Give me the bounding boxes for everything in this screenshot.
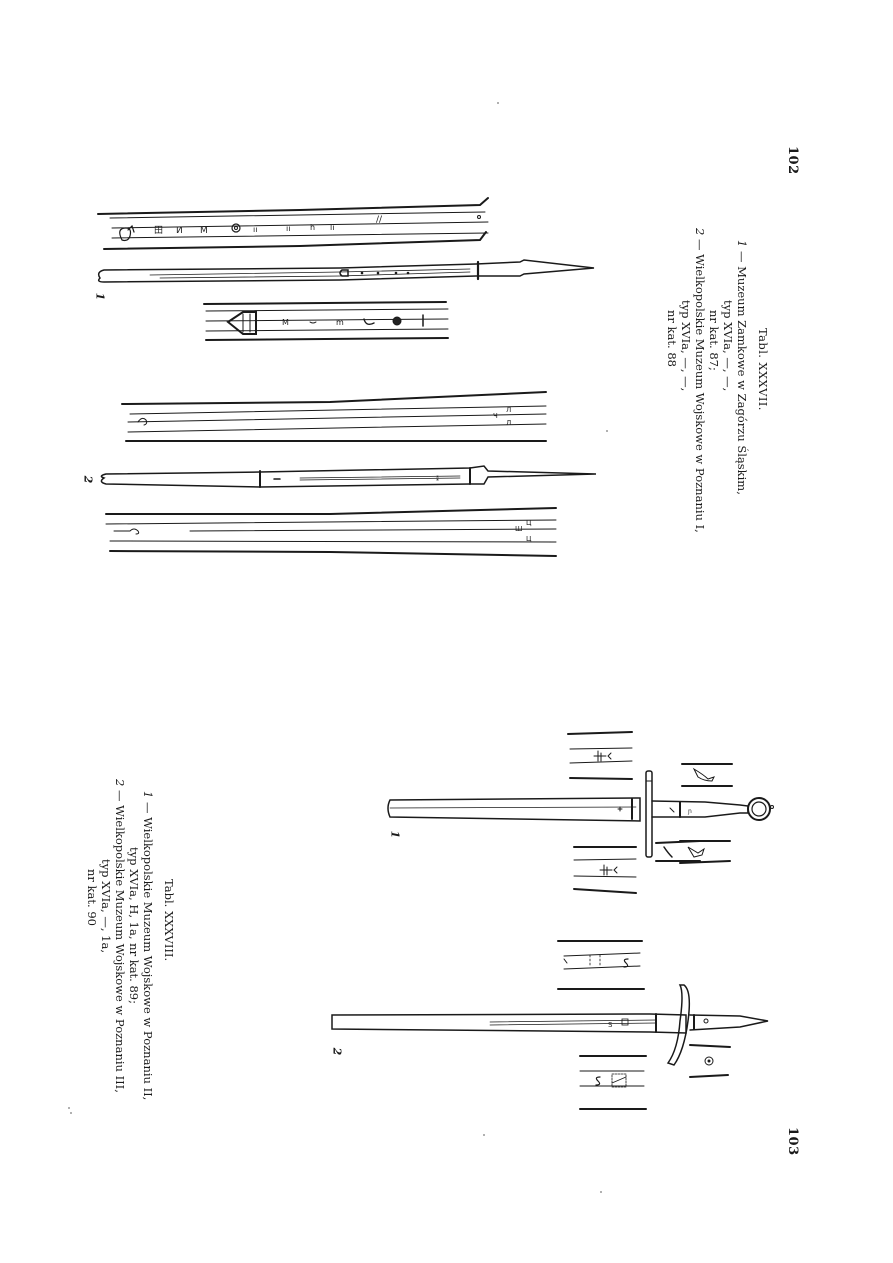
svg-text:m: m — [336, 318, 344, 327]
svg-text:Ц: Ц — [526, 535, 532, 543]
sword-2-upper-strip: Л Л Ч — [121, 391, 547, 442]
sword-1-profile — [97, 259, 595, 283]
sword-1-ricasso-strip: M m — [203, 301, 449, 341]
sword-drawings-plate-xxxvii: 田 И M ıı ıı h lı // — [97, 197, 597, 557]
svg-text:Ч: Ч — [493, 412, 498, 420]
svg-text:Ш: Ш — [515, 525, 523, 533]
svg-text:Л: Л — [506, 419, 511, 427]
sword-2-lower-strip: Ш Ц Ц — [105, 507, 557, 557]
svg-text:h: h — [310, 223, 315, 232]
svg-text:ɲ: ɲ — [687, 808, 692, 815]
sword-2-profile: ⁑ — [100, 465, 597, 488]
sword-1-blade-inscription-strip: 田 И M ıı ıı h lı // — [97, 197, 489, 250]
svg-text:Л: Л — [506, 406, 511, 414]
svg-text:И: И — [176, 226, 183, 236]
svg-text:lı: lı — [330, 223, 334, 232]
svg-text:M: M — [282, 318, 289, 327]
page-103: 103 Tabl. XXXVIII. 1 — Wielkopolskie Muz… — [0, 631, 893, 1263]
svg-text:S: S — [608, 1021, 613, 1029]
svg-text:⁑: ⁑ — [436, 476, 439, 483]
svg-text:ıı: ıı — [286, 224, 290, 233]
sword-drawings-plate-xxxviii: ɲ — [331, 731, 774, 1110]
sword-1-full: ɲ — [387, 731, 774, 894]
svg-text:Ц: Ц — [526, 519, 532, 527]
svg-text:M: M — [200, 226, 208, 236]
svg-text://: // — [376, 215, 383, 225]
svg-text:ıı: ıı — [253, 225, 257, 234]
sword-2-full: S — [331, 940, 769, 1110]
svg-text:田: 田 — [154, 225, 163, 236]
page-102: 102 Tabl. XXXVII. 1 — Muzeum Zamkowe w Z… — [0, 0, 893, 631]
